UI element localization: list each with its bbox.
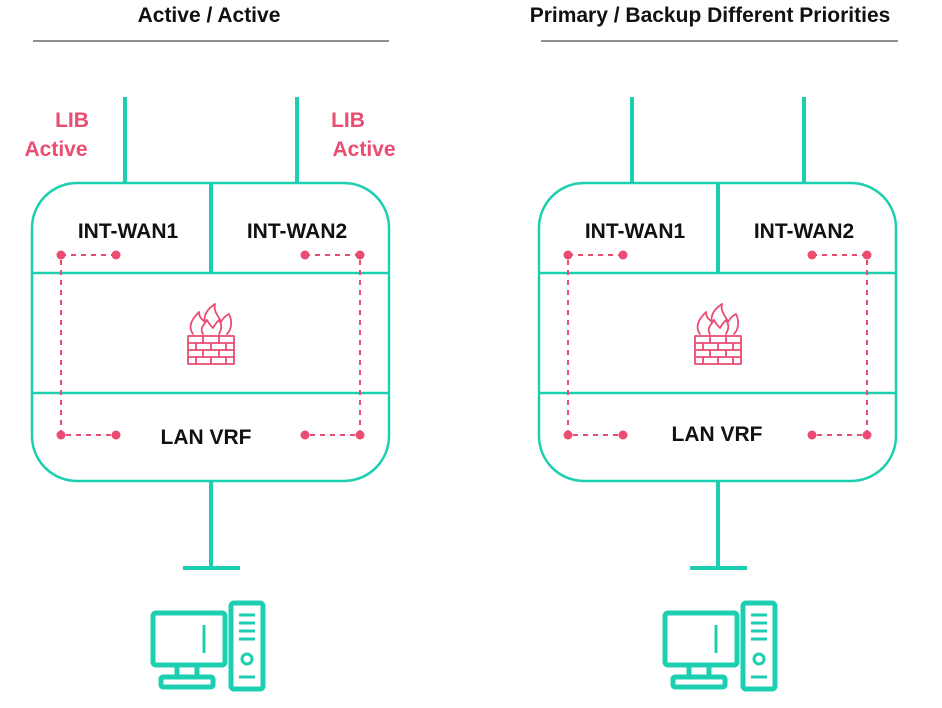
wan1-active-label: Active xyxy=(24,138,87,161)
firewall-icon xyxy=(694,303,742,365)
firewall-icon xyxy=(187,303,235,365)
panel-title: Primary / Backup Different Priorities xyxy=(530,4,891,27)
lan-zone-label: LAN VRF xyxy=(672,423,763,446)
wan2-lan-path xyxy=(300,250,365,440)
panel-title: Active / Active xyxy=(138,4,281,27)
wan1-lan-path xyxy=(56,250,121,440)
wan2-lib-label: LIB xyxy=(331,109,365,132)
wan2-zone-label: INT-WAN2 xyxy=(754,220,854,243)
desktop-computer-icon xyxy=(665,603,775,689)
wan1-lib-label: LIB xyxy=(55,109,89,132)
wan1-lan-path xyxy=(563,250,628,440)
lan-zone-label: LAN VRF xyxy=(161,426,252,449)
wan1-zone-label: INT-WAN1 xyxy=(585,220,686,243)
wan2-zone-label: INT-WAN2 xyxy=(247,220,347,243)
desktop-computer-icon xyxy=(153,603,263,689)
panel-active-active: Active / Active LIB Active LIB Active IN… xyxy=(24,4,396,689)
wan2-active-label: Active xyxy=(332,138,395,161)
panel-primary-backup: Primary / Backup Different Priorities IN… xyxy=(530,4,898,689)
wan2-lan-path xyxy=(807,250,872,440)
wan1-zone-label: INT-WAN1 xyxy=(78,220,179,243)
